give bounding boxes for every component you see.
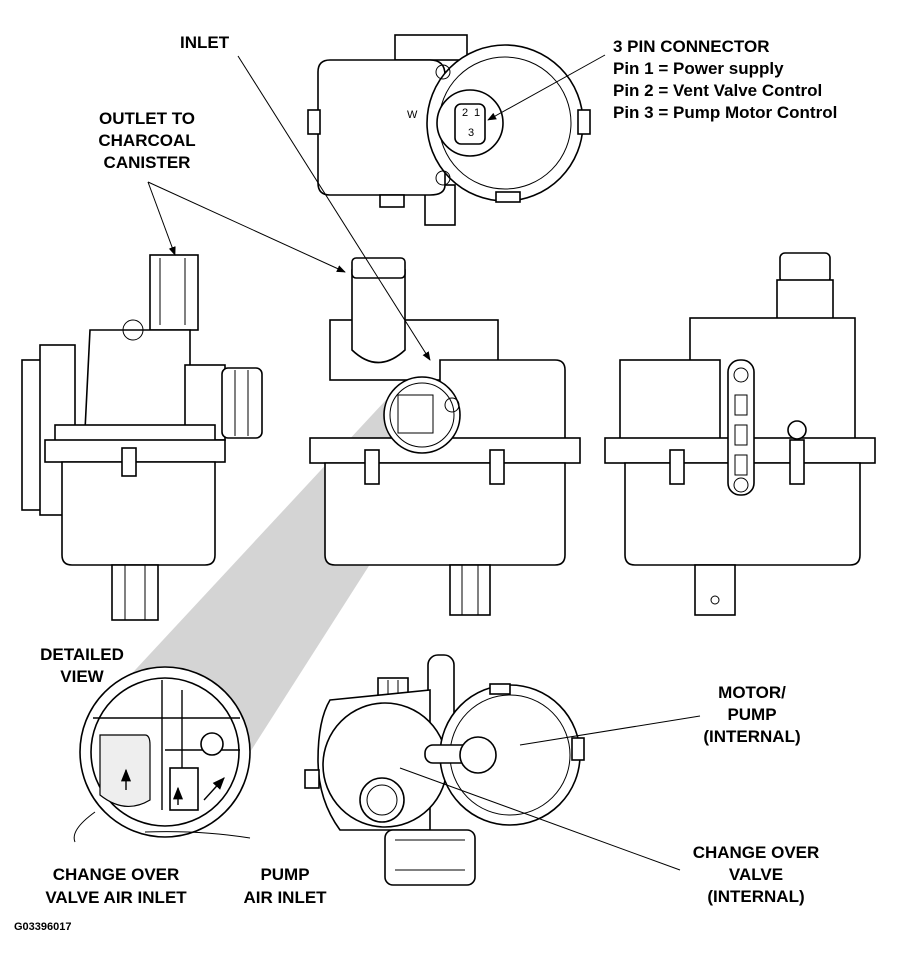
detailed-view — [79, 666, 251, 838]
pump-air-inlet-label-line2: AIR INLET — [243, 888, 327, 907]
pin-1-label: Pin 1 = Power supply — [613, 59, 784, 78]
connector-title: 3 PIN CONNECTOR — [613, 37, 770, 56]
labels: INLET 3 PIN CONNECTOR Pin 1 = Power supp… — [14, 33, 837, 933]
figure-id: G03396017 — [14, 921, 72, 933]
change-over-valve-label-line1: CHANGE OVER — [693, 843, 820, 862]
detailed-view-label-line1: DETAILED — [40, 645, 124, 664]
change-over-air-inlet-label-line1: CHANGE OVER — [53, 865, 180, 884]
change-over-valve-label-line3: (INTERNAL) — [707, 887, 804, 906]
motor-pump-label-line3: (INTERNAL) — [703, 727, 800, 746]
outlet-label-line3: CANISTER — [104, 153, 191, 172]
motor-pump-label-line1: MOTOR/ — [718, 683, 786, 702]
leader-lines — [73, 54, 701, 871]
pin-3-mark: 3 — [468, 127, 474, 139]
outlet-label-line2: CHARCOAL — [98, 131, 195, 150]
pump-air-inlet-label-line1: PUMP — [260, 865, 309, 884]
bottom-view — [304, 654, 585, 886]
top-view: W 2 1 3 — [307, 34, 591, 226]
change-over-air-inlet-label-line2: VALVE AIR INLET — [45, 888, 187, 907]
pin-2-mark: 2 — [462, 107, 468, 119]
right-side-view — [604, 252, 876, 616]
pin-1-mark: 1 — [474, 107, 480, 119]
inlet-label: INLET — [180, 33, 230, 52]
detailed-view-label-line2: VIEW — [60, 667, 104, 686]
center-front-view — [309, 257, 581, 616]
pin-3-label: Pin 3 = Pump Motor Control — [613, 103, 837, 122]
pin-2-label: Pin 2 = Vent Valve Control — [613, 81, 822, 100]
housing-mark: W — [407, 109, 418, 121]
outlet-label-line1: OUTLET TO — [99, 109, 195, 128]
motor-pump-label-line2: PUMP — [727, 705, 776, 724]
left-side-view — [21, 254, 263, 621]
change-over-valve-label-line2: VALVE — [729, 865, 783, 884]
